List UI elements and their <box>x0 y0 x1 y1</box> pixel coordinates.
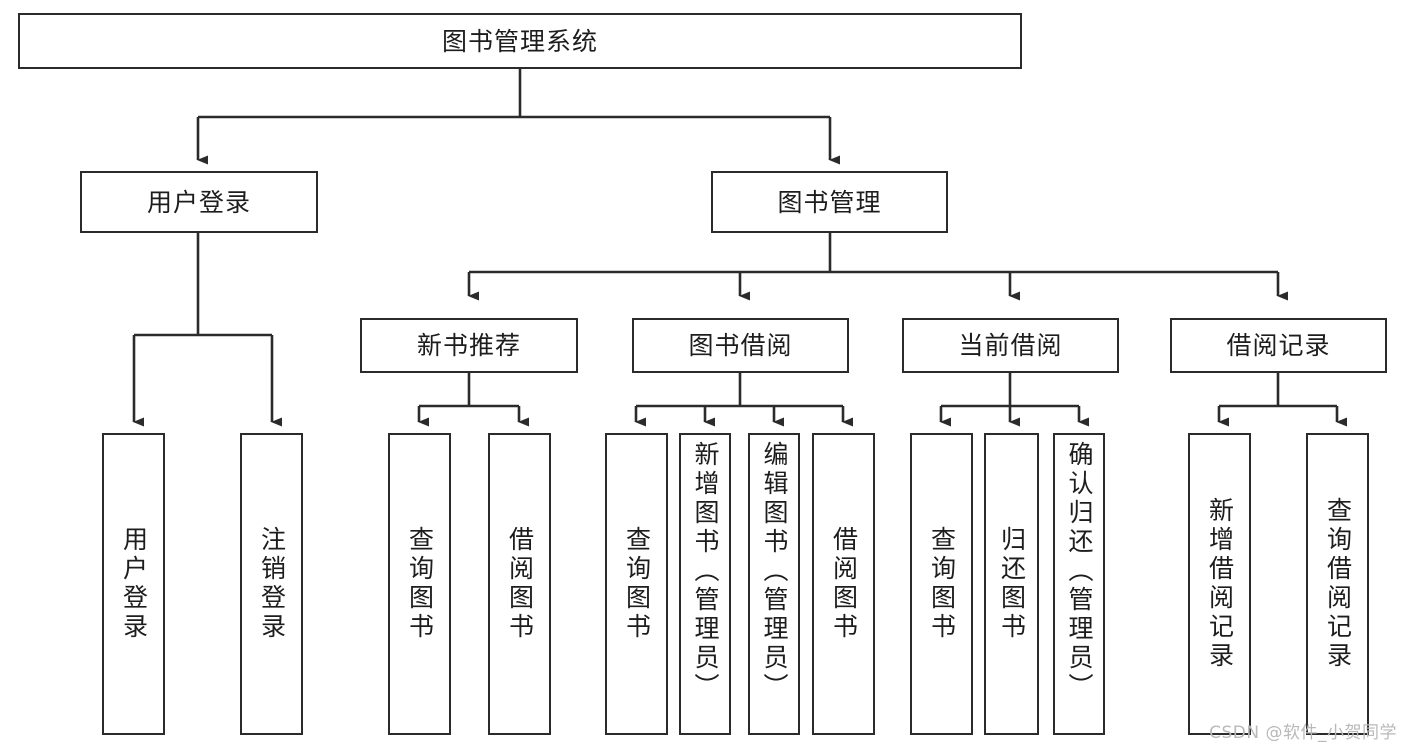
leaf-user-login-signout-label: 注销登录 <box>257 526 287 642</box>
leaf-current-return-book[interactable]: 归还图书 <box>984 433 1039 735</box>
node-current-borrow[interactable]: 当前借阅 <box>902 318 1119 373</box>
leaf-current-query-book[interactable]: 查询图书 <box>910 433 973 735</box>
node-new-book-recommend-label: 新书推荐 <box>416 331 521 360</box>
leaf-borrow-add-book-label: 新增图书（管理员） <box>691 441 720 702</box>
leaf-current-confirm-return[interactable]: 确认归还（管理员） <box>1053 433 1105 735</box>
leaf-new-book-query-label: 查询图书 <box>405 526 435 642</box>
leaf-record-add[interactable]: 新增借阅记录 <box>1188 433 1251 735</box>
node-book-management-label: 图书管理 <box>777 187 882 217</box>
node-book-management[interactable]: 图书管理 <box>711 171 948 233</box>
leaf-record-query-label: 查询借阅记录 <box>1323 497 1353 671</box>
leaf-new-book-borrow-label: 借阅图书 <box>505 526 535 642</box>
leaf-borrow-edit-book[interactable]: 编辑图书（管理员） <box>748 433 800 735</box>
leaf-new-book-query[interactable]: 查询图书 <box>388 433 451 735</box>
leaf-record-query[interactable]: 查询借阅记录 <box>1306 433 1369 735</box>
leaf-borrow-add-book[interactable]: 新增图书（管理员） <box>679 433 731 735</box>
node-user-login[interactable]: 用户登录 <box>80 171 318 233</box>
leaf-current-confirm-return-label: 确认归还（管理员） <box>1065 441 1094 702</box>
node-book-borrow-label: 图书借阅 <box>688 331 793 360</box>
node-book-borrow[interactable]: 图书借阅 <box>632 318 849 373</box>
leaf-new-book-borrow[interactable]: 借阅图书 <box>488 433 551 735</box>
leaf-user-login-signin-label: 用户登录 <box>119 526 149 642</box>
node-borrow-record[interactable]: 借阅记录 <box>1170 318 1387 373</box>
leaf-borrow-borrow-book[interactable]: 借阅图书 <box>812 433 875 735</box>
node-user-login-label: 用户登录 <box>146 187 251 217</box>
leaf-record-add-label: 新增借阅记录 <box>1205 497 1235 671</box>
leaf-user-login-signin[interactable]: 用户登录 <box>102 433 165 735</box>
leaf-borrow-borrow-book-label: 借阅图书 <box>829 526 859 642</box>
node-borrow-record-label: 借阅记录 <box>1226 331 1331 360</box>
leaf-current-return-book-label: 归还图书 <box>997 526 1027 642</box>
csdn-watermark: CSDN @软件_小贺同学 <box>1209 723 1397 743</box>
leaf-borrow-query-book-label: 查询图书 <box>622 526 652 642</box>
leaf-current-query-book-label: 查询图书 <box>927 526 957 642</box>
node-current-borrow-label: 当前借阅 <box>958 331 1063 360</box>
leaf-borrow-edit-book-label: 编辑图书（管理员） <box>760 441 789 702</box>
node-root-system[interactable]: 图书管理系统 <box>18 13 1022 69</box>
node-root-system-label: 图书管理系统 <box>441 26 598 56</box>
leaf-user-login-signout[interactable]: 注销登录 <box>240 433 303 735</box>
leaf-borrow-query-book[interactable]: 查询图书 <box>605 433 668 735</box>
node-new-book-recommend[interactable]: 新书推荐 <box>360 318 578 373</box>
